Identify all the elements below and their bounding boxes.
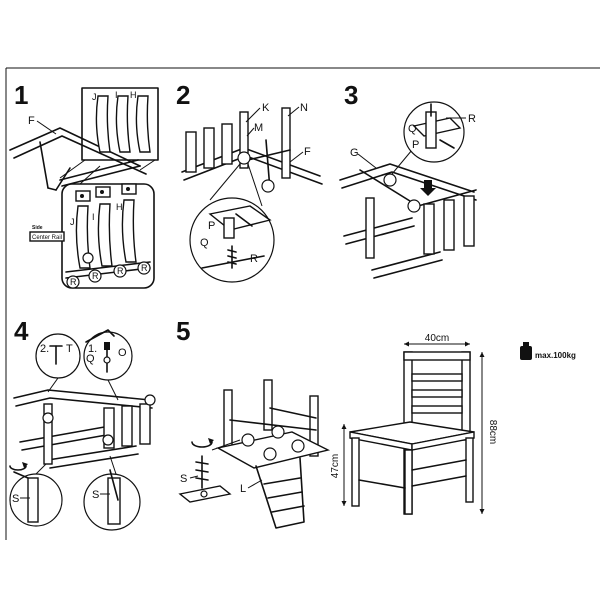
step-4-number: 4 bbox=[14, 316, 29, 346]
svg-text:K: K bbox=[262, 102, 270, 114]
svg-text:I: I bbox=[92, 212, 95, 222]
step-4: 4 2. T 1. Q O bbox=[9, 316, 156, 531]
svg-text:S: S bbox=[12, 493, 19, 505]
back-frame-top bbox=[9, 127, 141, 167]
screw-r-3 bbox=[113, 264, 127, 278]
svg-text:H: H bbox=[116, 202, 123, 212]
step-1-number: 1 bbox=[14, 80, 28, 110]
slat-h bbox=[121, 199, 137, 263]
svg-text:H: H bbox=[130, 90, 137, 100]
screw-r-1 bbox=[66, 275, 80, 289]
dim-seat-height: 47cm bbox=[330, 454, 341, 478]
screw-r-2 bbox=[88, 269, 102, 283]
svg-text:J: J bbox=[70, 217, 75, 227]
step-2: 2 K M N F P Q R bbox=[176, 80, 323, 283]
svg-text:M: M bbox=[254, 122, 263, 134]
svg-text:R: R bbox=[468, 113, 476, 125]
step-1: 1 F J I H J I H bbox=[9, 80, 159, 289]
step-2-number: 2 bbox=[176, 80, 190, 110]
svg-text:F: F bbox=[304, 146, 311, 158]
svg-text:I: I bbox=[115, 90, 118, 100]
svg-text:Q: Q bbox=[86, 353, 95, 365]
svg-text:S: S bbox=[180, 473, 187, 485]
label-f: F bbox=[28, 115, 35, 127]
dim-width: 40cm bbox=[425, 333, 449, 344]
zoom-circle-step-4a bbox=[35, 333, 81, 379]
step-3-number: 3 bbox=[344, 80, 358, 110]
step-5-number: 5 bbox=[176, 316, 190, 346]
svg-text:P: P bbox=[412, 139, 419, 151]
svg-text:G: G bbox=[350, 147, 359, 159]
slat-h-top bbox=[135, 95, 151, 153]
step-5: 5 L S bbox=[176, 316, 331, 529]
slat-i-top bbox=[115, 95, 131, 153]
svg-text:1.: 1. bbox=[88, 343, 97, 355]
svg-text:R: R bbox=[70, 277, 77, 287]
detail-box-slats bbox=[81, 87, 159, 161]
arrow-down-icon bbox=[420, 180, 436, 196]
screw-r-4 bbox=[137, 261, 151, 275]
svg-text:Side: Side bbox=[32, 225, 43, 231]
svg-text:O: O bbox=[118, 347, 127, 359]
slat-j-top bbox=[95, 95, 111, 153]
max-load-badge: max.100kg bbox=[520, 342, 576, 360]
svg-text:R: R bbox=[117, 266, 124, 276]
slat-i bbox=[97, 203, 113, 267]
step-3: 3 G R Q P bbox=[339, 80, 477, 279]
svg-text:J: J bbox=[92, 92, 97, 102]
svg-text:R: R bbox=[250, 253, 258, 265]
svg-text:P: P bbox=[208, 220, 215, 232]
leg-k bbox=[239, 111, 249, 169]
svg-text:Q: Q bbox=[408, 123, 417, 135]
center-rail-box bbox=[29, 231, 65, 242]
svg-text:R: R bbox=[92, 271, 99, 281]
svg-text:N: N bbox=[300, 102, 308, 114]
svg-text:S: S bbox=[92, 489, 99, 501]
svg-text:L: L bbox=[240, 483, 246, 495]
dim-height: 88cm bbox=[487, 420, 498, 444]
svg-text:Q: Q bbox=[200, 237, 209, 249]
max-load-text: max.100kg bbox=[535, 351, 576, 360]
svg-text:2.: 2. bbox=[40, 343, 49, 355]
slat-j bbox=[75, 205, 91, 269]
center-rail-label: Center Rail bbox=[32, 235, 62, 241]
leg-n bbox=[281, 107, 291, 179]
finished-chair: 40cm 88cm 47cm bbox=[330, 333, 498, 515]
weight-icon bbox=[520, 346, 532, 360]
svg-text:T: T bbox=[66, 343, 73, 355]
svg-text:R: R bbox=[141, 263, 148, 273]
